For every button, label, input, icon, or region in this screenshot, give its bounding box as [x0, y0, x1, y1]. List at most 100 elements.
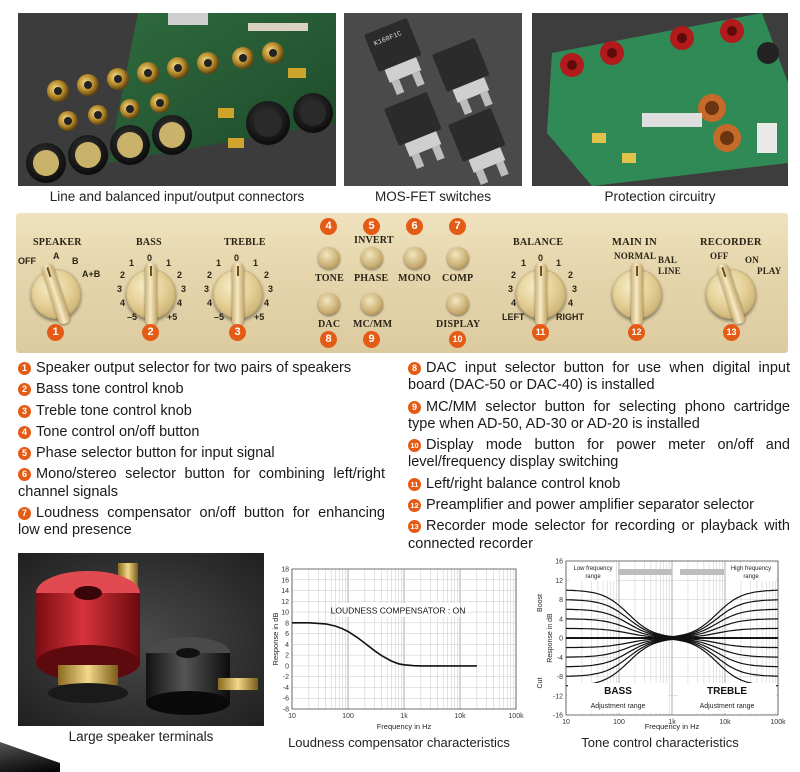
treble-mark: 1 [216, 258, 222, 268]
x-tick-label: 100 [342, 713, 354, 720]
y-boost-label: Boost [537, 594, 544, 612]
main-in-label: MAIN IN [612, 237, 657, 248]
recorder-on-mark: ON [745, 255, 759, 265]
badge-4: 4 [320, 218, 337, 235]
balance-label: BALANCE [513, 237, 564, 248]
bass-annotation: BASS [604, 686, 632, 697]
treble-mark: 4 [264, 298, 270, 308]
display-label: DISPLAY [436, 319, 481, 330]
treble-mark: 4 [207, 298, 213, 308]
bass-knob[interactable] [126, 263, 176, 325]
desc-number: 8 [408, 362, 421, 375]
main-in-normal-mark: NORMAL [614, 251, 657, 261]
tone-button[interactable] [318, 247, 340, 269]
bass-mark: 2 [120, 270, 126, 280]
desc-number: 5 [18, 447, 31, 461]
x-axis-label: Frequency in Hz [645, 722, 700, 731]
high-range-box [726, 563, 776, 581]
bass-mark: 1 [166, 258, 172, 268]
balance-knob[interactable] [516, 263, 566, 325]
desc-item-5: 5 Phase selector button for input signal [18, 445, 385, 462]
loudness-annotation: LOUDNESS COMPENSATOR : ON [331, 606, 466, 616]
y-axis-label: Response in dB [547, 613, 554, 663]
y-tick-label: 10 [281, 610, 289, 617]
mcmm-button[interactable] [361, 293, 383, 315]
badge-10: 10 [449, 331, 466, 348]
main-in-selector[interactable] [612, 263, 662, 325]
treble-mark: 2 [264, 270, 270, 280]
desc-number: 4 [18, 425, 31, 439]
badge-8: 8 [320, 331, 337, 348]
bass-mark: –5 [127, 312, 138, 322]
desc-text: Recorder mode selector for recording or … [408, 518, 790, 552]
desc-number: 7 [18, 507, 31, 521]
y-tick-label: -8 [283, 707, 289, 714]
desc-number: 12 [408, 499, 421, 513]
badge-11: 11 [532, 324, 549, 341]
y-tick-label: 4 [285, 642, 289, 649]
y-tick-label: -2 [283, 674, 289, 681]
dac-label: DAC [318, 319, 341, 330]
desc-text: Mono/stereo selector button for combinin… [18, 466, 385, 500]
y-tick-label: 6 [285, 631, 289, 638]
treble-knob[interactable] [213, 263, 263, 325]
y-tick-label: 18 [281, 567, 289, 574]
treble-curve [566, 637, 779, 687]
mcmm-label: MC/MM [353, 319, 393, 330]
treble-mark: +5 [254, 312, 265, 322]
bass-mark: 3 [181, 284, 187, 294]
y-tick-label: 8 [285, 620, 289, 627]
desc-text: Speaker output selector for two pairs of… [36, 360, 352, 376]
desc-text: DAC input selector button for use when d… [408, 360, 790, 394]
speaker-selector-knob[interactable] [31, 262, 81, 326]
low-range-label: Low frequency [573, 566, 612, 572]
tone-caption: Tone control characteristics [581, 735, 739, 750]
terminals-caption: Large speaker terminals [68, 729, 214, 744]
badge-5: 5 [363, 218, 380, 235]
balance-right-mark: RIGHT [556, 312, 584, 322]
comp-button[interactable] [447, 247, 469, 269]
balance-mark: 3 [572, 284, 578, 294]
treble-mark: 3 [204, 284, 210, 294]
connectors-caption: Line and balanced input/output connector… [49, 189, 305, 204]
loudness-caption: Loudness compensator characteristics [288, 735, 510, 750]
y-tick-label: -4 [283, 685, 289, 692]
dac-button[interactable] [318, 293, 340, 315]
balance-mark: 4 [568, 298, 574, 308]
y-tick-label: 14 [281, 588, 289, 595]
desc-text: Phase selector button for input signal [36, 445, 275, 462]
display-button[interactable] [447, 293, 469, 315]
x-tick-label: 100 [613, 719, 625, 726]
y-cut-label: Cut [537, 678, 544, 689]
recorder-label: RECORDER [700, 237, 762, 248]
y-tick-label: 0 [559, 636, 563, 643]
phase-button[interactable] [361, 247, 383, 269]
bass-mark: 0 [147, 253, 153, 263]
desc-number: 13 [408, 520, 421, 534]
connectors-photo [18, 13, 336, 186]
high-range-label: High frequency [731, 566, 771, 572]
balance-mark: 1 [556, 258, 562, 268]
y-tick-label: -16 [553, 713, 563, 720]
y-tick-label: 12 [555, 578, 563, 585]
y-tick-label: 16 [555, 559, 563, 566]
y-tick-label: 2 [285, 653, 289, 660]
x-tick-label: 10k [719, 719, 731, 726]
badge-13: 13 [723, 324, 740, 341]
balance-mark: 1 [521, 258, 527, 268]
bass-mark: 2 [177, 270, 183, 280]
desc-text: Loudness compensator on/off button for e… [18, 505, 385, 539]
mono-button[interactable] [404, 247, 426, 269]
comp-label: COMP [442, 273, 474, 284]
low-range-box [570, 563, 616, 581]
mosfet-caption: MOS-FET switches [374, 189, 491, 204]
recorder-selector[interactable] [706, 262, 756, 326]
